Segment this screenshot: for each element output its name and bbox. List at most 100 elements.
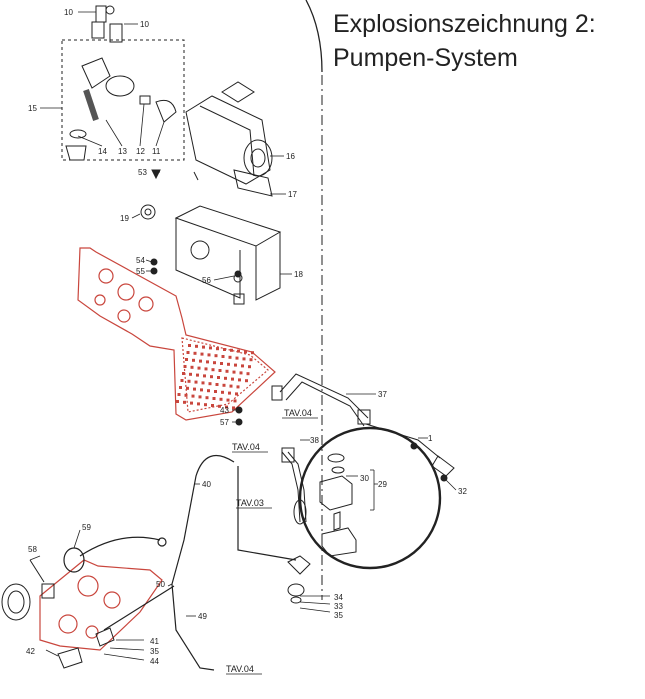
grille-hole [227,362,230,366]
grille-hole [211,404,214,407]
part-callout-58: 58 [28,545,37,554]
grille-hole [177,393,181,396]
grille-hole [186,351,190,354]
grille-hole [201,381,205,385]
pump-motor [185,81,273,197]
grille-hole [228,391,231,395]
part-callout-29: 29 [378,480,387,489]
grille-hole [222,383,226,387]
part-callout-13: 13 [118,147,127,156]
hose-40-49 [103,454,297,671]
part-callout-18: 18 [294,270,303,279]
grille-hole [190,401,193,405]
grille-hole [214,354,218,358]
tee-fitting [287,555,311,604]
pump-fitting-group [61,5,185,161]
grille-hole [185,358,188,361]
leader-lines [29,11,457,661]
grille-hole [232,406,235,410]
grille-hole [212,397,216,400]
grille-hole [246,372,250,376]
grille-hole [219,397,223,401]
part-callout-49: 49 [198,612,207,621]
grille-hole [207,353,211,357]
part-callout-57: 57 [220,418,229,427]
drawing-reference-r4: TAV.04 [226,664,254,674]
grille-hole [236,385,240,389]
grille-hole [183,400,186,404]
part-callout-40: 40 [202,480,211,489]
grille-hole [192,358,195,362]
part-callout-35: 35 [150,647,159,656]
part-callout-14: 14 [98,147,107,156]
grille-hole [184,393,188,397]
part-callout-30: 30 [360,474,369,483]
part-callout-59: 59 [82,523,91,532]
part-callout-11: 11 [152,147,161,156]
part-callout-50: 50 [156,580,165,589]
grille-hole [251,351,254,355]
solenoid-valve [293,426,442,570]
grille-hole [226,398,230,402]
drawing-reference-r3: TAV.03 [236,498,264,508]
grille-hole [239,371,243,375]
part-callout-19: 19 [120,214,129,223]
part-callout-17: 17 [288,190,297,199]
drawing-reference-r1: TAV.04 [284,408,312,418]
pressure-gauge [1,559,55,621]
grille-hole [189,372,192,376]
grille-hole [229,384,233,388]
part-callout-10: 10 [140,20,149,29]
grille-hole [207,389,210,393]
grille-hole [195,344,198,348]
part-callout-1: 1 [428,434,433,443]
grille-hole [245,379,248,383]
grille-hole [216,347,219,351]
grille-hole [211,368,215,372]
part-callout-33: 33 [334,602,343,611]
part-callout-53: 53 [138,168,147,177]
grille-hole [186,386,189,390]
diagram-title-line-2: Pumpen-System [333,44,518,72]
grille-hole [237,349,240,353]
grille-hole [221,355,225,358]
grille-hole [208,382,212,386]
grille-hole [183,365,187,368]
grille-hole [180,379,184,382]
grille-hole [198,395,202,399]
part-callout-32: 32 [458,487,467,496]
grille-hole [179,386,182,389]
grille-hole [224,376,227,380]
grille-hole [200,352,204,356]
grille-hole [204,403,207,407]
part-callout-41: 41 [150,637,159,646]
grille-hole [205,396,209,400]
grille-hole [202,345,205,349]
grille-hole [221,390,224,394]
grille-hole [190,365,194,369]
grille-hole [203,374,206,378]
grille-hole [193,351,197,355]
part-callout-42: 42 [26,647,35,656]
grille-hole [217,376,220,379]
part-callout-54: 54 [136,256,145,265]
grille-hole [188,344,191,347]
part-callout-16: 16 [286,152,295,161]
grille-hole [220,362,223,365]
grille-hole [232,370,236,374]
grille-hole [238,378,241,382]
part-callout-44: 44 [150,657,159,666]
grille-hole [197,366,201,370]
grille-hole [234,363,237,367]
grille-hole [209,346,212,350]
grille-hole [206,360,209,364]
grille-hole [176,400,179,403]
reference-underlines [226,417,318,675]
part-callout-34: 34 [334,593,343,602]
grille-hole [242,357,246,361]
part-callout-43: 43 [220,406,229,415]
